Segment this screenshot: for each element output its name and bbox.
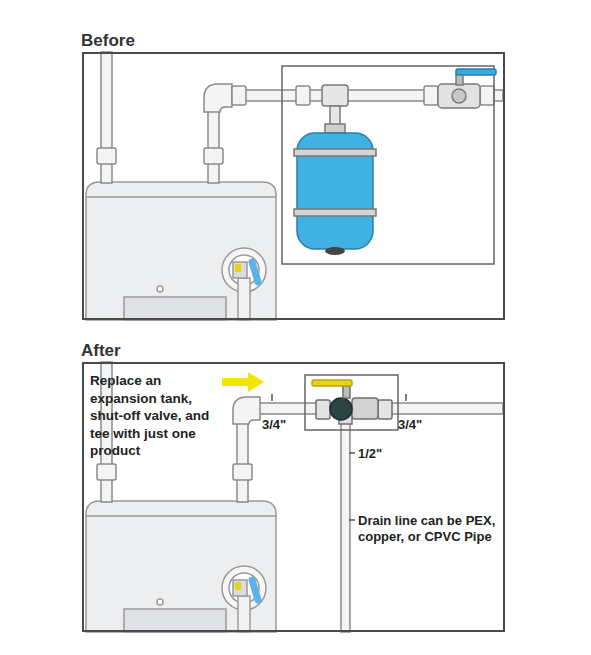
combination-valve	[316, 400, 330, 419]
expansion-tank	[294, 133, 376, 255]
pipes	[233, 397, 260, 424]
combination-valve	[352, 398, 378, 419]
pipes	[480, 86, 494, 105]
dimension-label: 3/4"	[398, 417, 422, 433]
pipes	[237, 416, 248, 502]
inset-frame	[282, 66, 494, 264]
panel: Before	[82, 52, 505, 320]
inset-frame	[305, 375, 398, 430]
water-heater	[86, 515, 276, 517]
water-heater	[86, 182, 276, 320]
panel-ground	[82, 362, 505, 632]
water-heater	[233, 262, 247, 278]
dimension-ticks	[349, 519, 355, 521]
callout-text: Replace an expansion tank, shut-off valv…	[90, 372, 218, 460]
water-heater	[86, 182, 276, 320]
dimension-ticks	[349, 452, 355, 454]
water-heater	[235, 582, 241, 590]
shut-off-valve	[438, 69, 496, 108]
relief-valve-lever	[252, 262, 258, 282]
water-heater	[124, 609, 226, 632]
relief-valve-lever	[252, 580, 258, 600]
expansion-tank	[325, 247, 345, 255]
water-heater	[86, 501, 276, 632]
expansion-tank	[294, 149, 376, 156]
water-heater	[124, 297, 226, 320]
tee	[325, 124, 345, 133]
shut-off-valve	[438, 84, 480, 108]
dimension-ticks	[272, 394, 406, 520]
dimension-ticks	[405, 394, 407, 401]
pipes	[233, 464, 252, 480]
water-heater	[86, 196, 276, 198]
pipes	[97, 148, 116, 164]
water-heater	[238, 278, 250, 320]
water-heater	[157, 286, 163, 292]
dimension-ticks	[271, 394, 273, 401]
water-heater	[157, 599, 163, 605]
water-heater	[233, 580, 247, 596]
combination-valve	[343, 386, 350, 398]
water-heater	[238, 596, 250, 632]
panel-heading: After	[81, 341, 121, 361]
water-heater	[86, 501, 276, 632]
combination-valve	[312, 380, 392, 424]
combination-valve	[330, 398, 352, 420]
tee	[322, 85, 348, 133]
pipes	[296, 86, 310, 105]
combination-valve	[378, 400, 392, 419]
pipes	[204, 84, 232, 112]
dimension-label: 3/4"	[262, 417, 286, 433]
panel-ground	[82, 52, 505, 320]
shut-off-valve	[452, 89, 466, 103]
shut-off-valve	[456, 69, 496, 75]
pipes	[204, 148, 223, 164]
pipes	[232, 86, 246, 105]
water-heater	[235, 264, 241, 272]
callout-arrow	[222, 372, 264, 392]
pipes	[97, 464, 116, 480]
dimension-label: 1/2"	[358, 446, 382, 462]
tee	[330, 106, 340, 126]
note-text: Drain line can be PEX, copper, or CPVC P…	[358, 513, 496, 545]
pipes	[341, 420, 350, 632]
expansion-tank	[294, 209, 376, 216]
panel-heading: Before	[81, 31, 135, 51]
tee	[322, 85, 348, 106]
pipes	[424, 86, 438, 105]
combination-valve	[312, 380, 352, 386]
